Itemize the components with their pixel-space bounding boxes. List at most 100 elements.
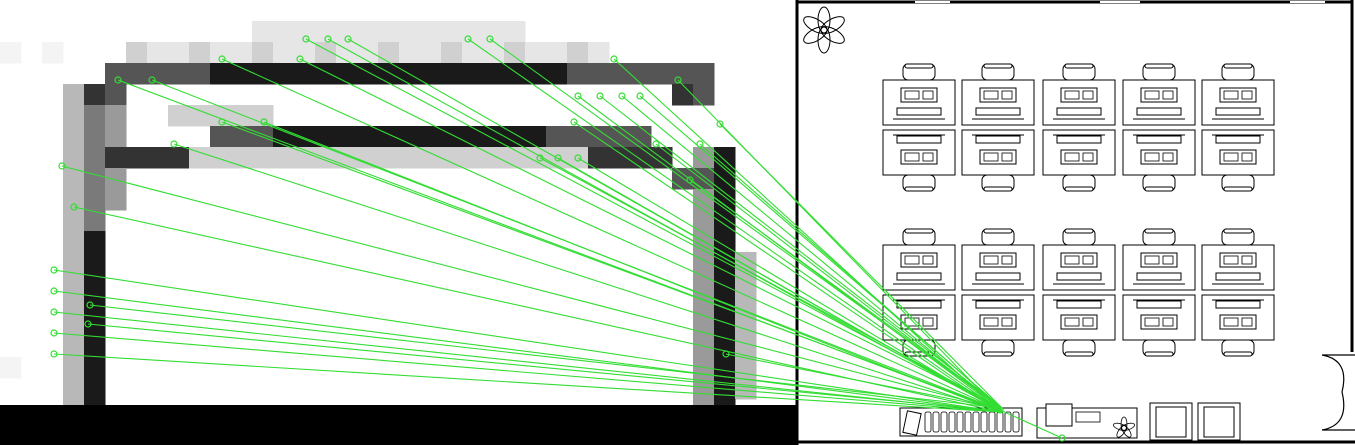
pixel-block [462, 126, 484, 148]
pixel-block [252, 21, 274, 43]
keyboard [975, 300, 1021, 309]
chair-back [1223, 63, 1253, 69]
keypoint-marker [596, 92, 604, 100]
book [1004, 411, 1012, 433]
match-line [719, 123, 1003, 409]
pixel-block [630, 63, 652, 85]
pixel-block [714, 357, 736, 379]
keypoint-marker [50, 329, 58, 337]
pixel-block [378, 21, 400, 43]
armchair-seat [1203, 406, 1235, 438]
book [956, 411, 964, 433]
workstation [1122, 63, 1196, 126]
keyboard [1215, 300, 1261, 309]
pixel-block [231, 147, 253, 169]
pixel-block [483, 21, 505, 43]
pixel-block [546, 63, 568, 85]
pixel-block [84, 231, 106, 253]
pixel-block [63, 147, 85, 169]
cpu [922, 90, 934, 100]
workstation [961, 129, 1035, 192]
pixel-block [315, 21, 337, 43]
screen [1064, 317, 1080, 327]
keypoint-marker [84, 320, 92, 328]
pixel-block [735, 336, 757, 358]
pixel-block [84, 189, 106, 211]
chair-back [983, 351, 1013, 357]
pixel-block [63, 357, 85, 379]
pixel-block [168, 105, 190, 127]
pixel-block [714, 168, 736, 190]
cpu [1162, 255, 1174, 265]
pixel-block [357, 63, 379, 85]
pixel-block [210, 126, 232, 148]
keyboard [975, 272, 1021, 281]
keypoint-marker [50, 266, 58, 274]
pixel-block [420, 147, 442, 169]
match-line [599, 95, 1003, 409]
keypoint-marker [570, 118, 578, 126]
pixel-block [273, 21, 295, 43]
pixel-block [420, 42, 442, 64]
keypoint-marker [50, 287, 58, 295]
pixel-block [357, 21, 379, 43]
pixel-block [210, 63, 232, 85]
pixel-block [63, 84, 85, 106]
pixel-block [84, 357, 106, 379]
screen [1064, 152, 1080, 162]
keyboard [1136, 135, 1182, 144]
pixel-block [567, 147, 589, 169]
pixel-block [252, 42, 274, 64]
workstation [1201, 228, 1275, 291]
workstation [1042, 228, 1116, 291]
pixel-block [504, 21, 526, 43]
keyboard [896, 300, 942, 309]
match-line [53, 353, 1002, 413]
chair-back [1144, 186, 1174, 192]
keypoint-marker [652, 140, 660, 148]
pixel-block [714, 210, 736, 232]
match-line [53, 332, 1002, 413]
pixel-block [483, 42, 505, 64]
keypoint-marker [344, 35, 352, 43]
cpu [1001, 317, 1013, 327]
pixel-block [105, 105, 127, 127]
pixel-block [420, 126, 442, 148]
bottom-edge-strip [0, 405, 797, 445]
keypoint-marker [536, 154, 544, 162]
pixel-block [315, 63, 337, 85]
pixel-block [735, 378, 757, 400]
keyboard [896, 272, 942, 281]
match-line [173, 143, 1002, 413]
pixel-block [651, 63, 673, 85]
workstation [961, 63, 1035, 126]
chair-back [1223, 228, 1253, 234]
workstation [1201, 63, 1275, 126]
screen [1223, 317, 1239, 327]
screen [1144, 90, 1160, 100]
match-line [577, 157, 1002, 412]
screen [904, 255, 920, 265]
workstation [961, 228, 1035, 291]
match-line [53, 269, 1002, 413]
pixel-block [63, 105, 85, 127]
cpu [1241, 90, 1253, 100]
pixel-block [546, 126, 568, 148]
cpu [1162, 152, 1174, 162]
keyboard [975, 107, 1021, 116]
cpu [922, 317, 934, 327]
pixel-block [588, 42, 610, 64]
pixel-block [63, 189, 85, 211]
pixel-block [609, 147, 631, 169]
workstation [1122, 294, 1196, 357]
chair-back [904, 186, 934, 192]
pixel-block [693, 84, 715, 106]
pixel-block [336, 21, 358, 43]
pixel-block [378, 42, 400, 64]
pixel-block [378, 147, 400, 169]
workstation [961, 294, 1035, 357]
match-line [613, 58, 1001, 413]
pixel-block [294, 126, 316, 148]
pixel-block [63, 273, 85, 295]
pixel-block [63, 231, 85, 253]
